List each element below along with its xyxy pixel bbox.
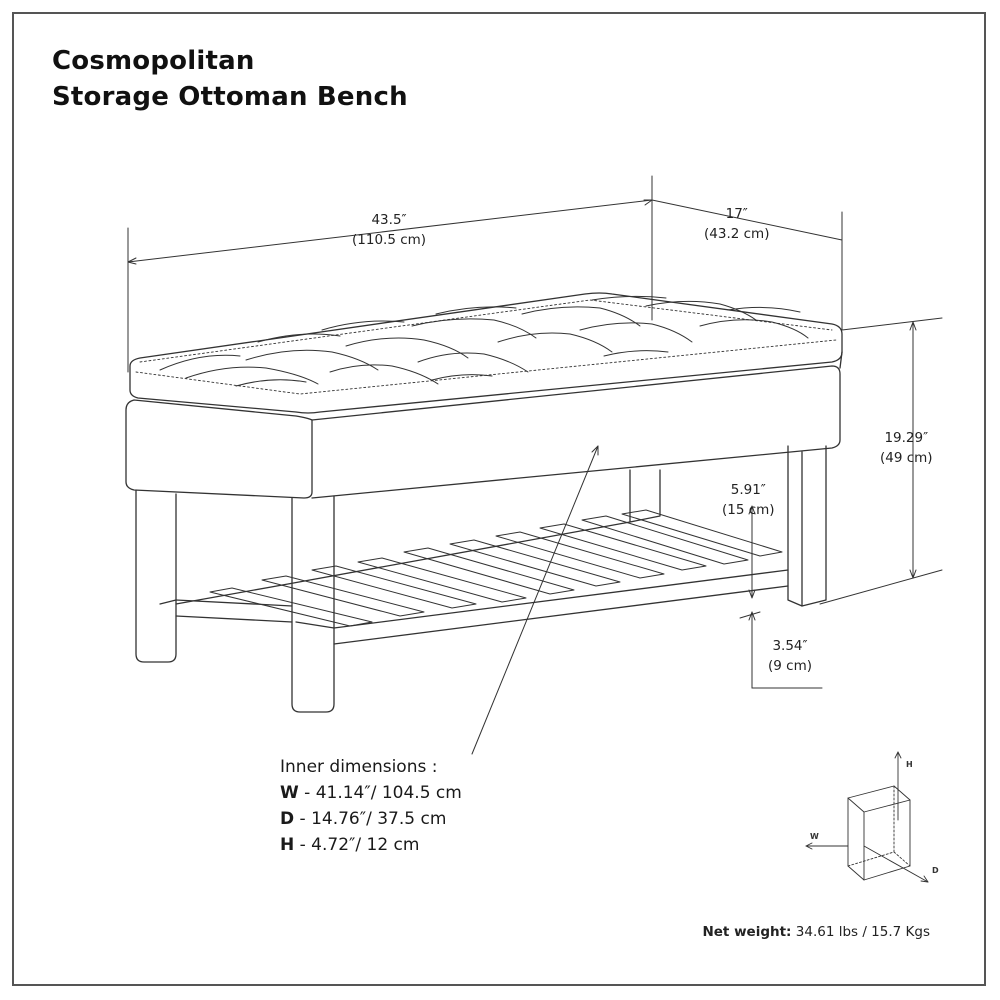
net-weight-value: 34.61 lbs / 15.7 Kgs <box>791 924 930 940</box>
axis-label-h: H <box>906 760 913 769</box>
inner-width-row: W - 41.14″/ 104.5 cm <box>280 780 462 806</box>
width-dimension-label: 43.5″ (110.5 cm) <box>352 210 426 250</box>
width-cm: (110.5 cm) <box>352 232 427 248</box>
net-weight: Net weight: 34.61 lbs / 15.7 Kgs <box>702 924 930 940</box>
axis-cube-icon <box>805 751 929 883</box>
shelf-slats <box>209 509 783 627</box>
depth-dimension-label: 17″ (43.2 cm) <box>704 204 769 244</box>
axis-label-w: W <box>810 832 819 841</box>
back-legs <box>629 445 827 607</box>
inner-depth-row: D - 14.76″/ 37.5 cm <box>280 806 462 832</box>
depth-cm: (43.2 cm) <box>704 226 770 242</box>
front-legs <box>135 489 335 713</box>
inner-dimensions: Inner dimensions : W - 41.14″/ 104.5 cm … <box>280 754 462 858</box>
product-title-line-2: Storage Ottoman Bench <box>52 82 408 112</box>
shelf-height-inches: 5.91″ <box>730 482 766 498</box>
inner-height-row: H - 4.72″/ 12 cm <box>280 832 462 858</box>
product-title-line-1: Cosmopolitan <box>52 46 255 76</box>
shelf-height-dimension-label: 5.91″ (15 cm) <box>722 480 775 520</box>
inner-depth-value: - 14.76″/ 37.5 cm <box>294 809 447 829</box>
inner-height-key: H <box>280 835 295 855</box>
storage-box <box>125 351 843 499</box>
page-border <box>12 12 986 986</box>
depth-inches: 17″ <box>725 206 748 222</box>
inner-depth-key: D <box>280 809 295 829</box>
width-inches: 43.5″ <box>371 212 407 228</box>
inner-height-value: - 4.72″/ 12 cm <box>294 835 420 855</box>
leg-clearance-inches: 3.54″ <box>772 638 808 654</box>
net-weight-label: Net weight: <box>702 924 792 940</box>
dimension-lines <box>127 175 943 755</box>
shelf-frame <box>159 521 789 645</box>
height-dimension-label: 19.29″ (49 cm) <box>880 428 933 468</box>
height-cm: (49 cm) <box>880 450 933 466</box>
leg-clearance-cm: (9 cm) <box>768 658 812 674</box>
shelf-height-cm: (15 cm) <box>722 502 775 518</box>
leg-clearance-dimension-label: 3.54″ (9 cm) <box>768 636 812 676</box>
cushion-lid <box>129 292 843 414</box>
inner-dimensions-heading: Inner dimensions : <box>280 757 438 777</box>
inner-width-key: W <box>280 783 299 803</box>
inner-width-value: - 41.14″/ 104.5 cm <box>298 783 462 803</box>
height-inches: 19.29″ <box>884 430 929 446</box>
axis-label-d: D <box>932 866 939 875</box>
